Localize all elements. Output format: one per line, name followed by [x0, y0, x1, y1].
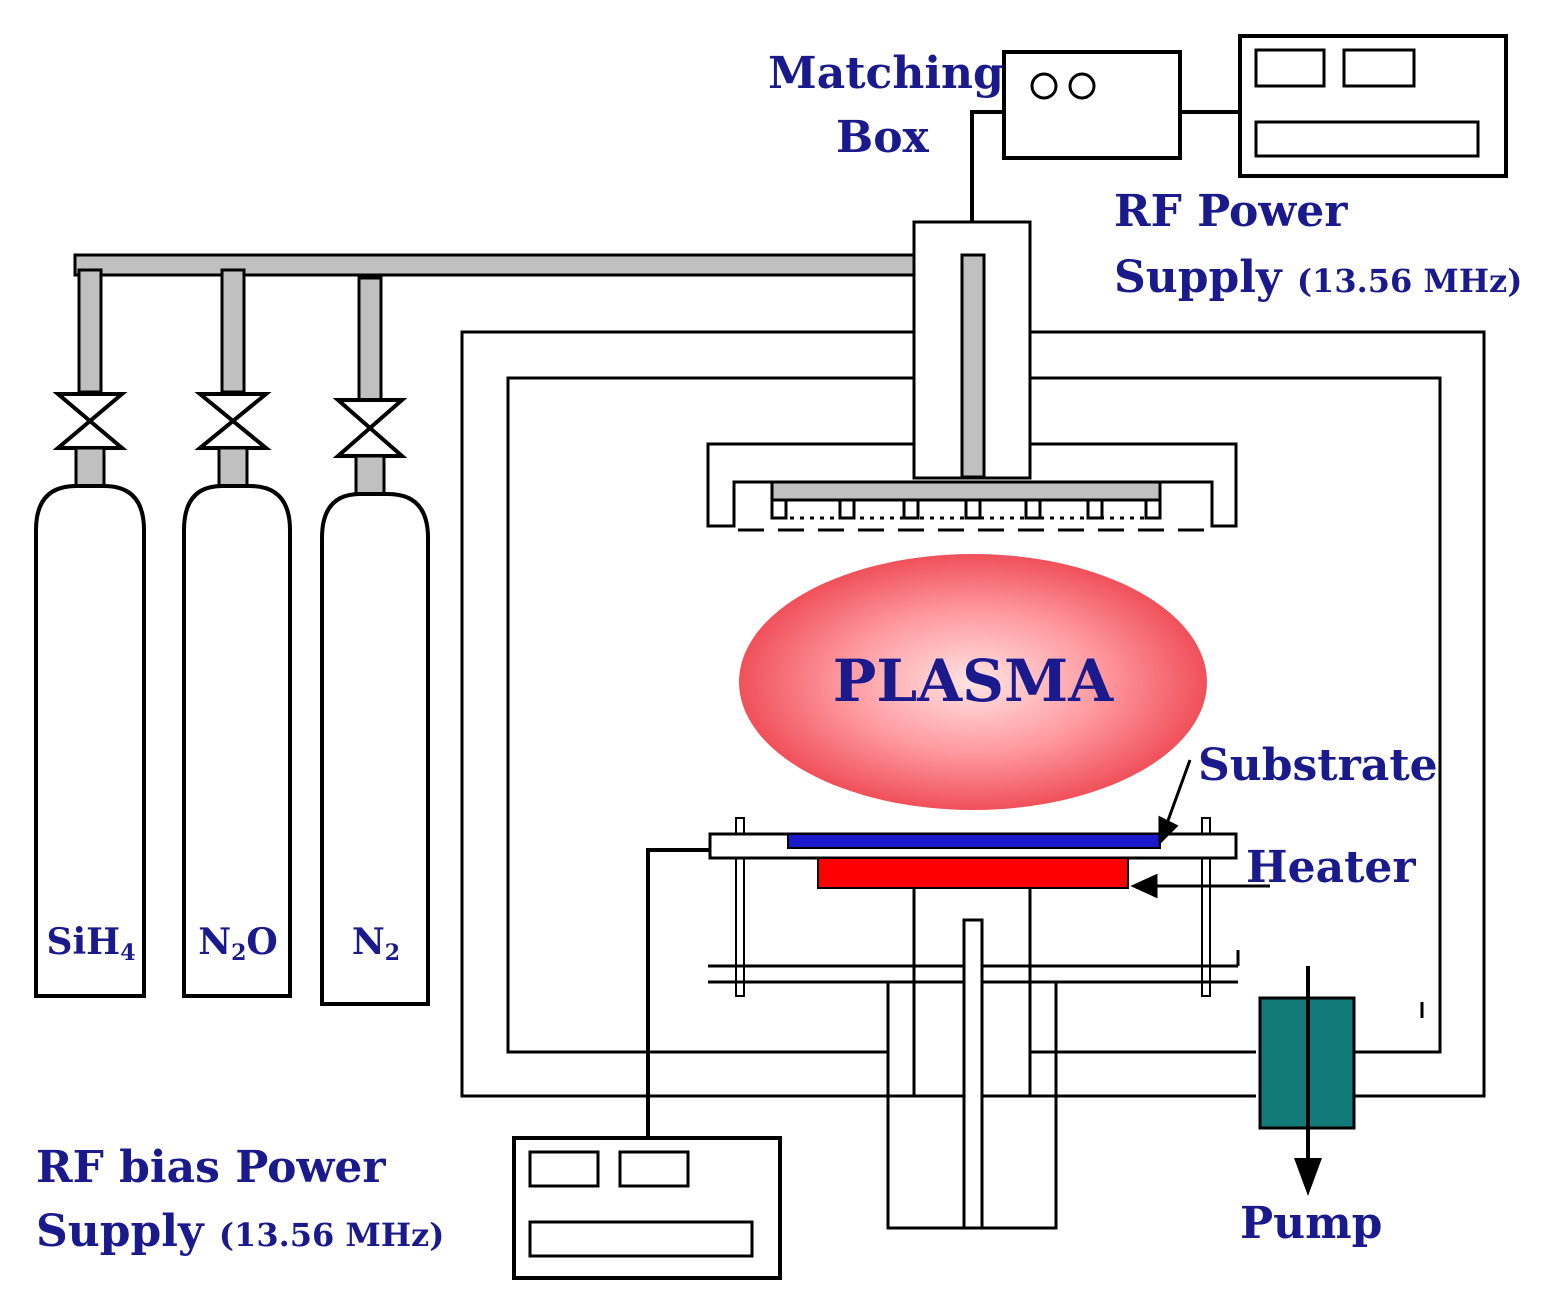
- matching-box-label-line1: Matching: [768, 48, 1004, 99]
- gas-label-n2-sub: 2: [384, 940, 401, 966]
- gas-label-sih4: SiH4: [36, 924, 146, 964]
- substrate: [787, 833, 1161, 849]
- label-pointers: [1130, 759, 1270, 899]
- gas-label-sih4-base: SiH: [46, 921, 121, 963]
- heater-label: Heater: [1246, 842, 1416, 893]
- gas-label-n2o-sub: 2: [231, 940, 247, 966]
- rf-bias-power-supply: [512, 1136, 782, 1280]
- chamber: [460, 330, 1486, 1098]
- matching-box: [1002, 50, 1182, 160]
- plasma: [739, 554, 1207, 810]
- gas-cylinder-sih4: [34, 268, 146, 998]
- rf-bias-cable: [646, 848, 710, 1138]
- gas-label-n2o: N2O: [184, 924, 292, 964]
- rf-power-label-freq: (13.56 MHz): [1296, 262, 1523, 300]
- gas-label-n2-base: N: [351, 921, 385, 963]
- gas-cylinder-n2: [320, 276, 430, 1006]
- pump: [1258, 966, 1356, 1196]
- gas-label-n2: N2: [322, 924, 430, 964]
- rf-bias-label-line2: Supply (13.56 MHz): [36, 1210, 444, 1254]
- rf-power-supply: [1238, 34, 1508, 178]
- heater: [817, 857, 1129, 889]
- substrate-label: Substrate: [1198, 740, 1438, 791]
- substrate-stage: [708, 817, 1424, 1018]
- rf-cable-top: [970, 110, 1004, 222]
- gas-label-n2o-tail: O: [246, 921, 278, 963]
- rf-bias-label-freq: (13.56 MHz): [218, 1216, 445, 1254]
- gas-label-sih4-sub: 4: [120, 940, 136, 966]
- top-electrode: [706, 220, 1238, 532]
- rf-bias-label-supply: Supply: [36, 1206, 204, 1257]
- rf-bias-label-line1: RF bias Power: [36, 1142, 386, 1193]
- rf-power-label-line1: RF Power: [1114, 186, 1348, 237]
- plasma-label: PLASMA: [832, 647, 1114, 715]
- gas-label-n2o-base: N: [198, 921, 232, 963]
- rf-power-label-supply: Supply: [1114, 252, 1282, 303]
- rf-power-label-line2: Supply (13.56 MHz): [1114, 256, 1522, 300]
- stage-shaft: [708, 888, 1238, 1230]
- pump-label: Pump: [1240, 1198, 1383, 1249]
- matching-box-label-line2: Box: [836, 112, 929, 163]
- gas-cylinder-n2o: [182, 268, 292, 998]
